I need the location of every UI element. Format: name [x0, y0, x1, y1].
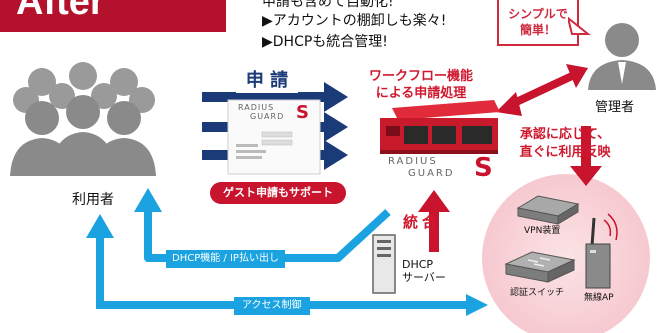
- dhcp-lease-label: DHCP機能 / IP払い出し: [166, 250, 285, 268]
- brand-large-line-1: RADIUS: [388, 156, 438, 167]
- approval-label: 承認に応じて、 直ぐに利用反映: [505, 126, 625, 162]
- admin-icon: [588, 23, 656, 90]
- bullet-1: 申請も含めて自動化!: [262, 0, 394, 10]
- auth-switch-icon: [504, 251, 576, 283]
- simple-callout: シンプルで 簡単！: [497, 0, 579, 46]
- apply-label: 申 請: [236, 69, 298, 93]
- workflow-line-2: による申請処理: [375, 86, 467, 101]
- vpn-label: VPN装置: [524, 226, 561, 236]
- integrate-label-1: 統: [403, 213, 419, 231]
- dhcp-server-icon: [372, 234, 396, 294]
- brand-logo-large: RADIUS GUARD S: [378, 153, 498, 183]
- brand-large-line-2: GUARD: [408, 168, 455, 179]
- callout-line-1: シンプルで: [508, 7, 568, 21]
- bullet-2: ▶アカウントの棚卸しも楽々!: [262, 13, 447, 29]
- wireless-ap-icon: [585, 213, 618, 289]
- approval-line-1: 承認に応じて、: [519, 127, 611, 142]
- switch-label: 認証スイッチ: [510, 288, 565, 298]
- device-area: [482, 174, 650, 333]
- after-title: After: [16, 0, 105, 23]
- server-line-1: DHCP: [402, 258, 434, 271]
- brand-small-line-1: RADIUS: [238, 103, 275, 112]
- ap-label: 無線AP: [584, 293, 614, 303]
- users-crowd-icon: [13, 62, 155, 113]
- access-control-label: アクセス制御: [234, 297, 310, 315]
- application-screen-image: [227, 99, 321, 175]
- guest-support-pill: ゲスト申請もサポート: [210, 182, 346, 204]
- bullet-3: ▶DHCPも統合管理!: [262, 34, 388, 50]
- admin-label: 管理者: [595, 100, 635, 115]
- callout-tail: [568, 16, 591, 35]
- workflow-line-1: ワークフロー機能: [368, 69, 473, 84]
- vpn-device-icon: [516, 195, 580, 225]
- users-label: 利用者: [72, 192, 114, 208]
- radius-guard-appliance-image: [380, 100, 500, 154]
- brand-large-mark: S: [474, 153, 493, 183]
- brand-small-mark: S: [296, 102, 309, 123]
- server-line-2: サーバー: [402, 271, 446, 284]
- callout-line-2: 簡単！: [519, 23, 556, 37]
- server-label: DHCP サーバー: [402, 258, 446, 284]
- workflow-label: ワークフロー機能 による申請処理: [361, 68, 481, 102]
- brand-small-line-2: GUARD: [250, 112, 285, 121]
- brand-logo-small: RADIUS GUARD S: [236, 103, 318, 125]
- integrate-label-2: 合: [422, 213, 438, 231]
- approval-line-2: 直ぐに利用反映: [519, 145, 611, 160]
- after-badge: After: [0, 0, 226, 32]
